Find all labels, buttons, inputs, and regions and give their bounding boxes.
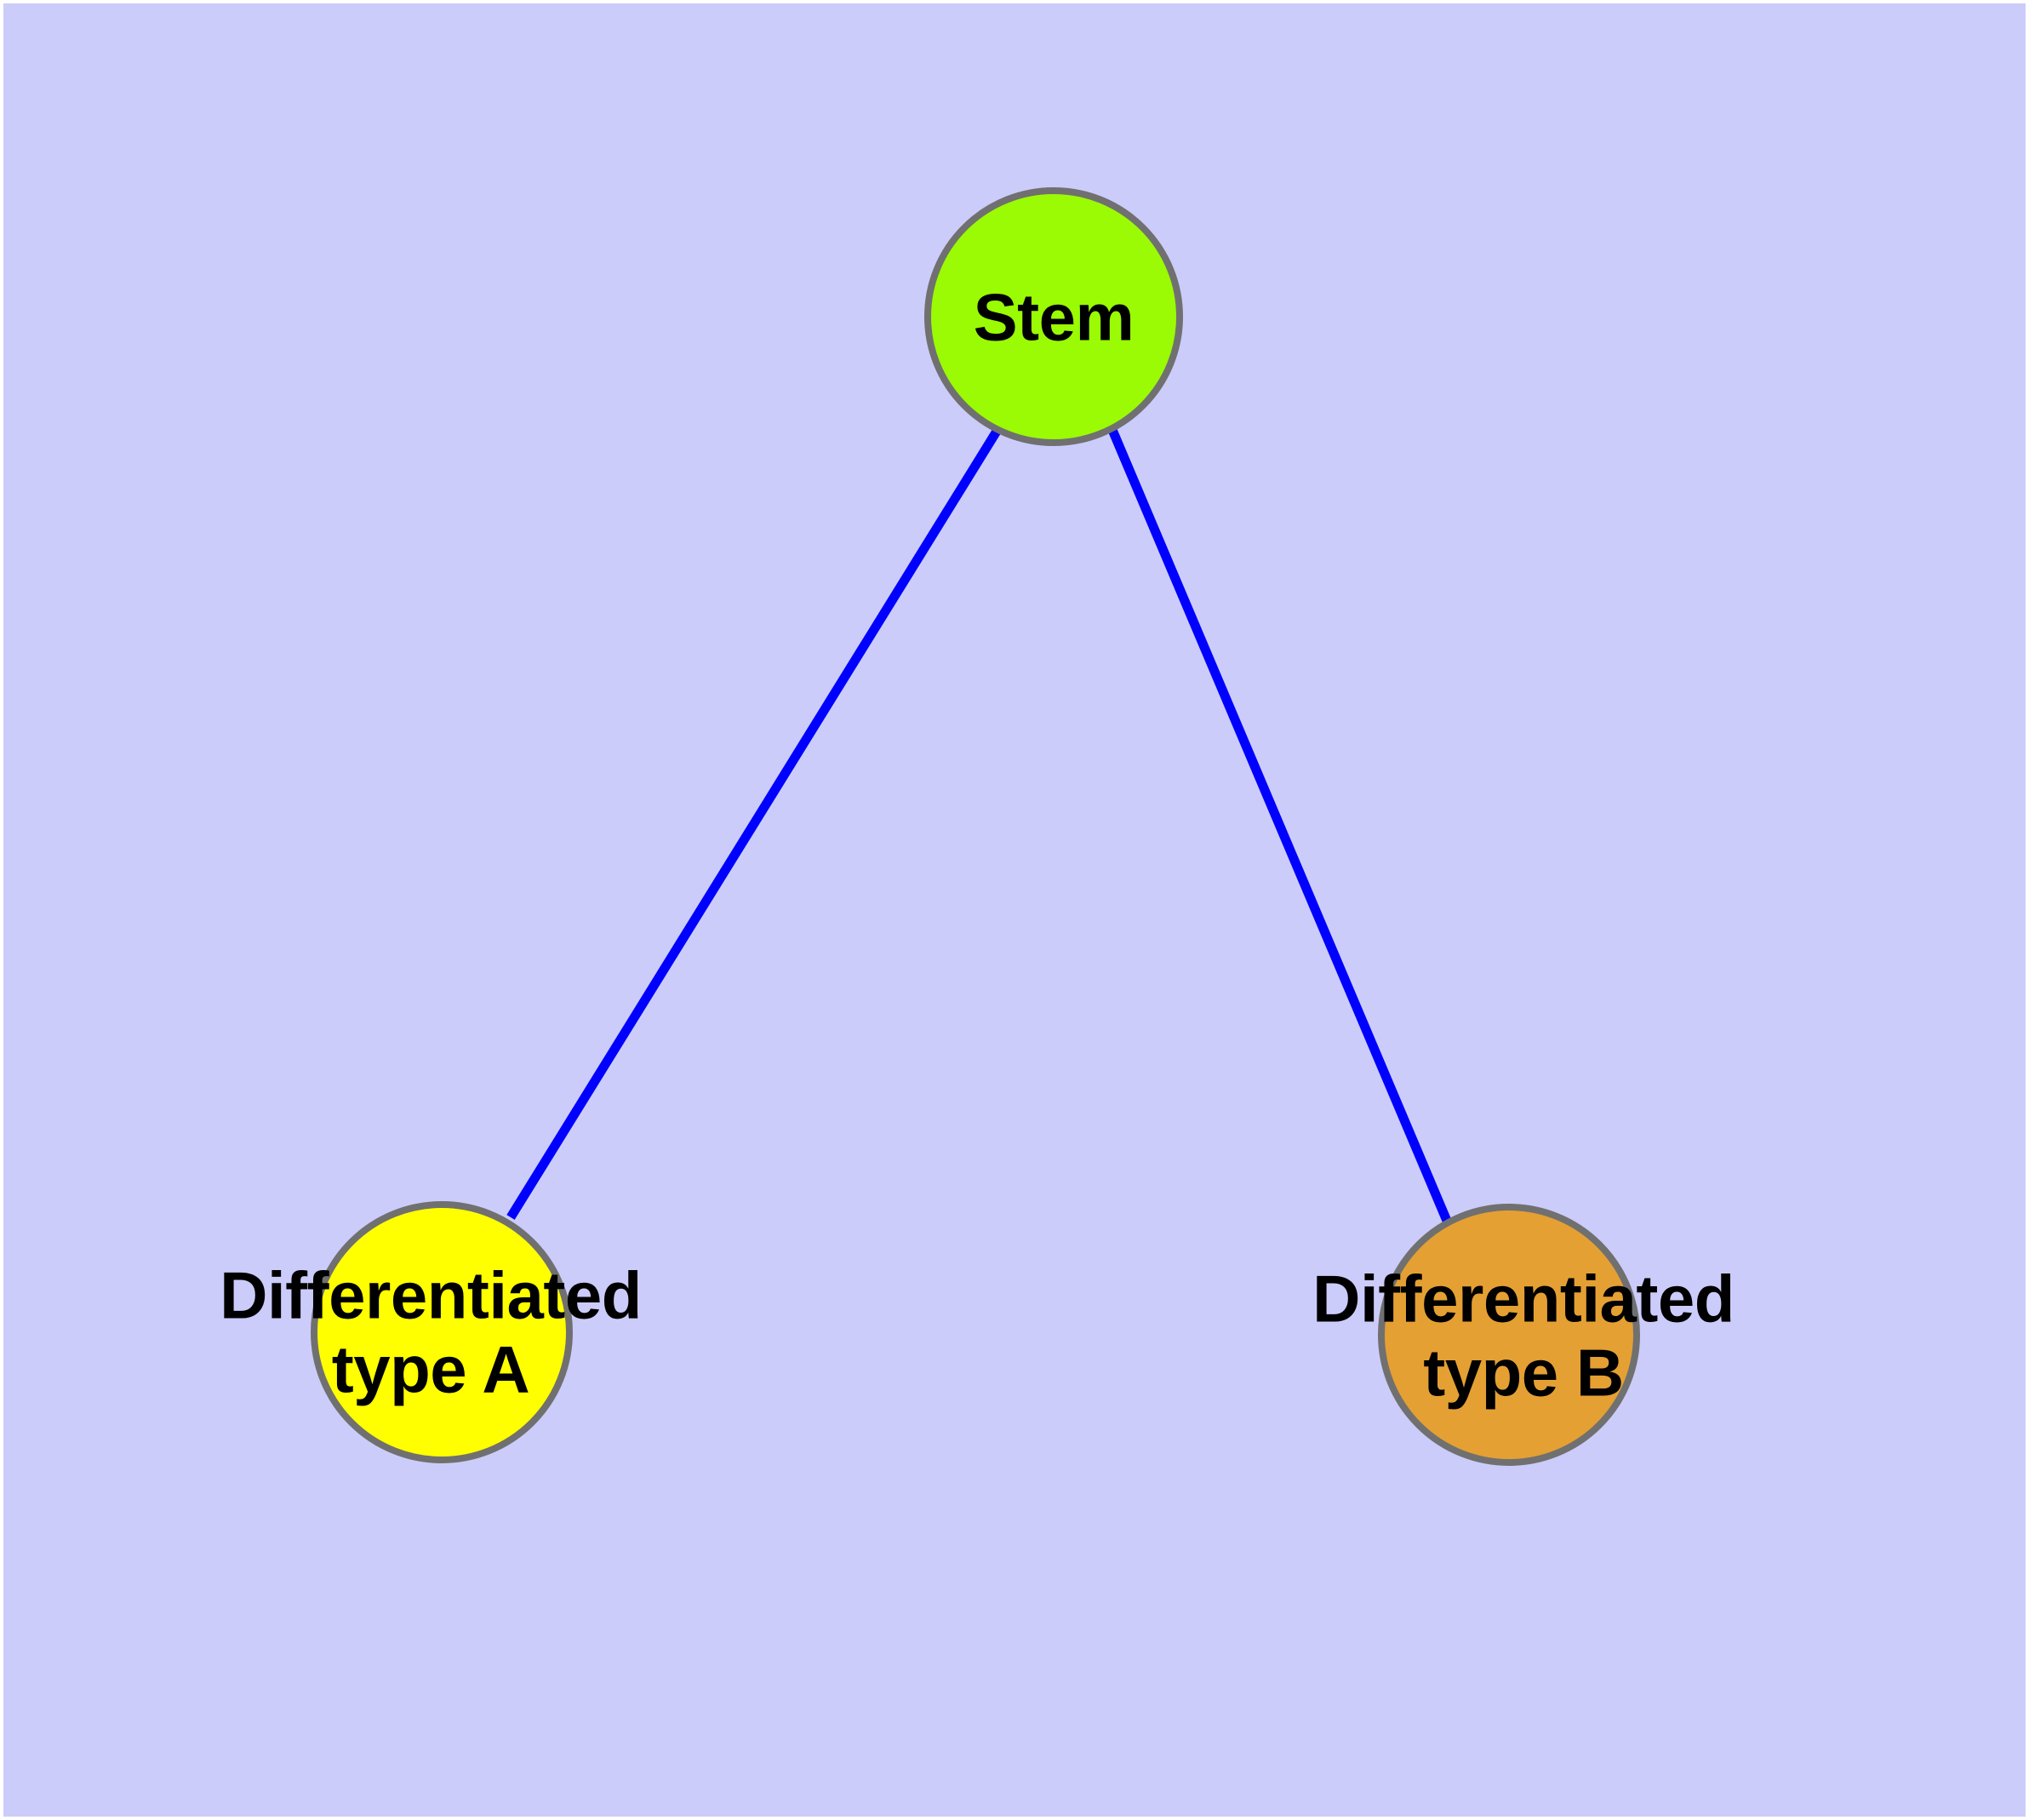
node-differentiated-type-a[interactable]	[311, 1201, 573, 1463]
edge-stem-to-type-a[interactable]	[506, 427, 1002, 1220]
edge-stem-to-type-b[interactable]	[1107, 427, 1452, 1223]
node-stem[interactable]	[924, 187, 1183, 446]
node-differentiated-type-b[interactable]	[1378, 1204, 1640, 1466]
